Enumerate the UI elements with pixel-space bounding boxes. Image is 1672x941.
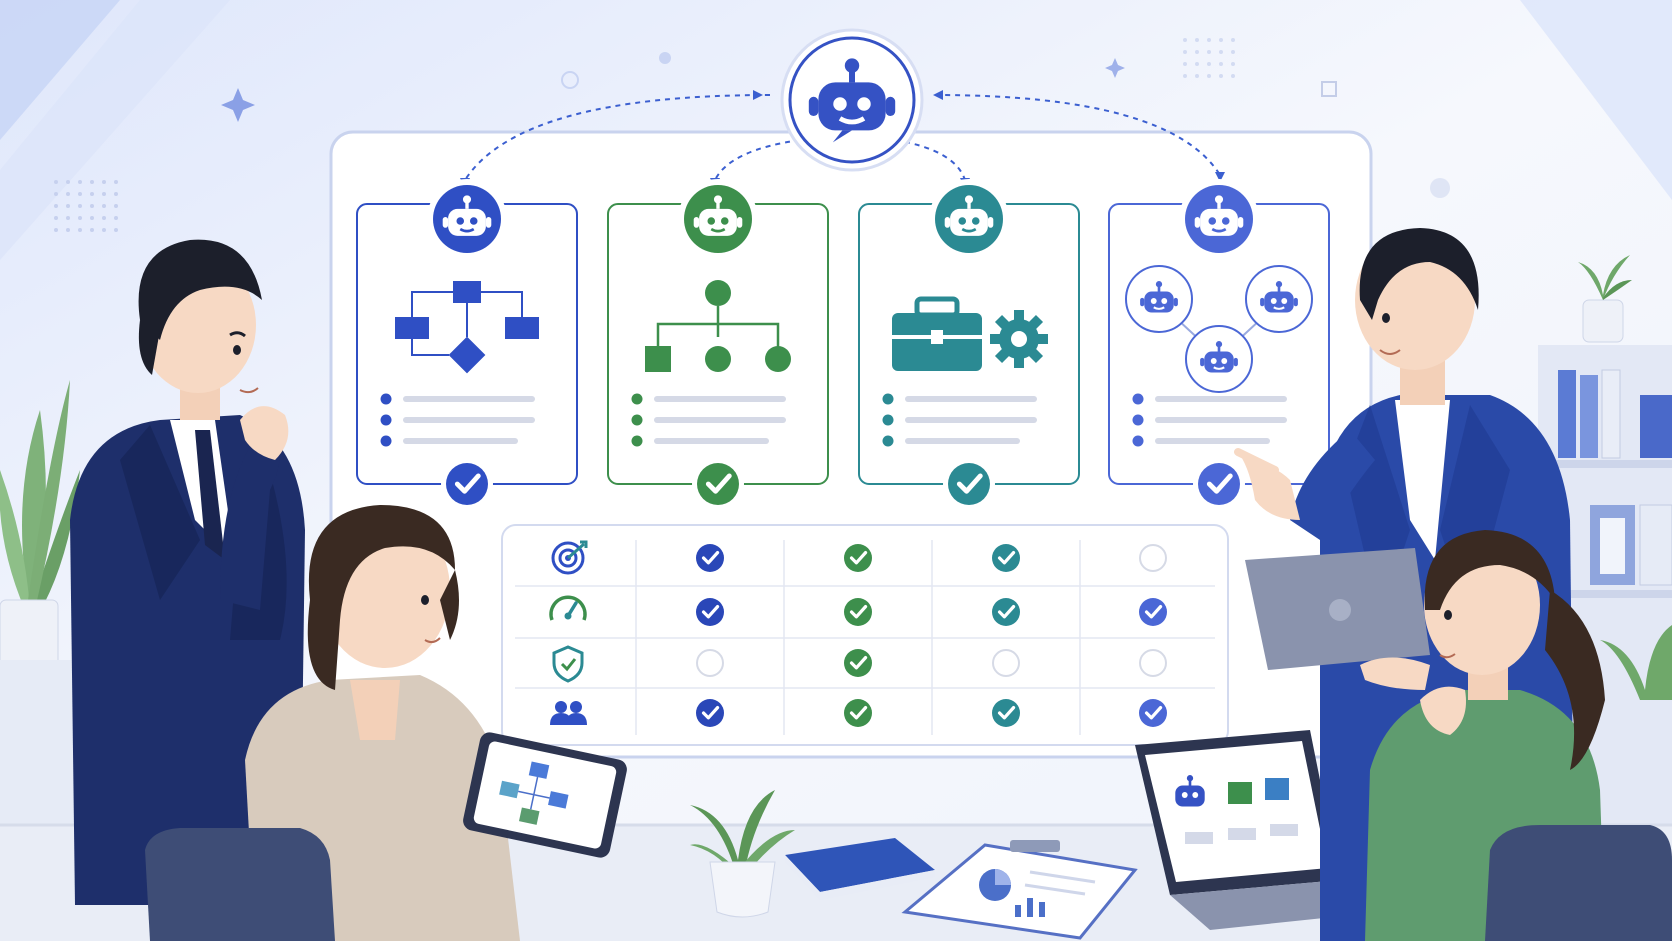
check-icon — [1193, 458, 1245, 510]
robot-icon — [427, 179, 507, 259]
check-icon — [1139, 598, 1167, 626]
hierarchy-icon — [645, 280, 791, 372]
text-line — [654, 438, 769, 444]
check-icon — [696, 544, 724, 572]
target-icon — [551, 540, 588, 575]
people-icon — [550, 701, 587, 725]
bullet-dot — [882, 435, 894, 447]
tablet-device — [463, 732, 627, 858]
bullet-dot — [631, 414, 643, 426]
decor-ring — [561, 71, 579, 89]
woman-with-tablet — [245, 505, 520, 941]
text-line — [1155, 438, 1270, 444]
check-icon — [844, 544, 872, 572]
robot-icon — [678, 179, 758, 259]
toolbox-gear-icon — [892, 296, 1048, 371]
bullet-dot — [882, 393, 894, 405]
hub-robot-icon — [780, 28, 924, 172]
bullet-dot — [380, 393, 392, 405]
check-icon — [948, 463, 990, 505]
empty-circle-icon — [1139, 544, 1167, 572]
check-icon — [1198, 463, 1240, 505]
text-line — [654, 396, 786, 402]
empty-circle-icon — [992, 649, 1020, 677]
bullet-dot — [631, 393, 643, 405]
check-icon — [943, 458, 995, 510]
text-line — [1155, 396, 1287, 402]
flowchart-icon — [395, 281, 539, 374]
dot-grid-decor — [54, 180, 118, 232]
text-line — [905, 438, 1020, 444]
text-line — [654, 417, 786, 423]
check-icon — [441, 458, 493, 510]
text-line — [403, 417, 535, 423]
notebook — [785, 838, 935, 900]
robot-icon — [929, 179, 1009, 259]
check-icon — [697, 463, 739, 505]
empty-circle-icon — [696, 649, 724, 677]
check-icon — [1139, 699, 1167, 727]
chair-left — [145, 828, 335, 941]
potted-plant-left — [0, 380, 80, 673]
bullet-dot — [1132, 414, 1144, 426]
light-beam-left — [0, 0, 120, 140]
decor-square — [1321, 81, 1337, 97]
sparkle-icon — [221, 88, 255, 122]
chair-right — [1485, 825, 1672, 941]
potted-plant-right — [1600, 625, 1672, 700]
check-icon — [992, 598, 1020, 626]
agent-card — [356, 179, 578, 510]
agent-card — [607, 179, 829, 510]
light-beam-right — [1520, 0, 1672, 200]
check-icon — [696, 598, 724, 626]
check-icon — [844, 649, 872, 677]
multi-robot-icon — [1125, 265, 1313, 393]
held-laptop — [1245, 548, 1430, 690]
capability-matrix — [501, 524, 1229, 746]
check-icon — [992, 544, 1020, 572]
text-line — [1155, 417, 1287, 423]
bullet-dot — [631, 435, 643, 447]
decor-dot — [659, 52, 671, 64]
empty-circle-icon — [1139, 649, 1167, 677]
text-line — [403, 396, 535, 402]
check-icon — [446, 463, 488, 505]
robot-icon — [1179, 179, 1259, 259]
check-icon — [992, 699, 1020, 727]
laptop-device — [1135, 730, 1400, 930]
dot-grid-decor — [1183, 38, 1235, 78]
bullet-dot — [380, 414, 392, 426]
bullet-dot — [380, 435, 392, 447]
clipboard-report — [901, 840, 1138, 940]
agent-card — [1108, 179, 1330, 510]
check-icon — [844, 598, 872, 626]
agent-card — [858, 179, 1080, 510]
text-line — [403, 438, 518, 444]
sparkle-icon — [1105, 58, 1125, 78]
shelf-plant — [1578, 255, 1632, 343]
bullet-dot — [1132, 435, 1144, 447]
bullet-dot — [1132, 393, 1144, 405]
shield-icon — [552, 645, 584, 683]
text-line — [905, 396, 1037, 402]
decor-dot — [1430, 178, 1450, 198]
text-line — [905, 417, 1037, 423]
gauge-icon — [549, 595, 587, 621]
bullet-dot — [882, 414, 894, 426]
check-icon — [844, 699, 872, 727]
check-icon — [696, 699, 724, 727]
check-icon — [692, 458, 744, 510]
desk-plant — [690, 790, 795, 918]
